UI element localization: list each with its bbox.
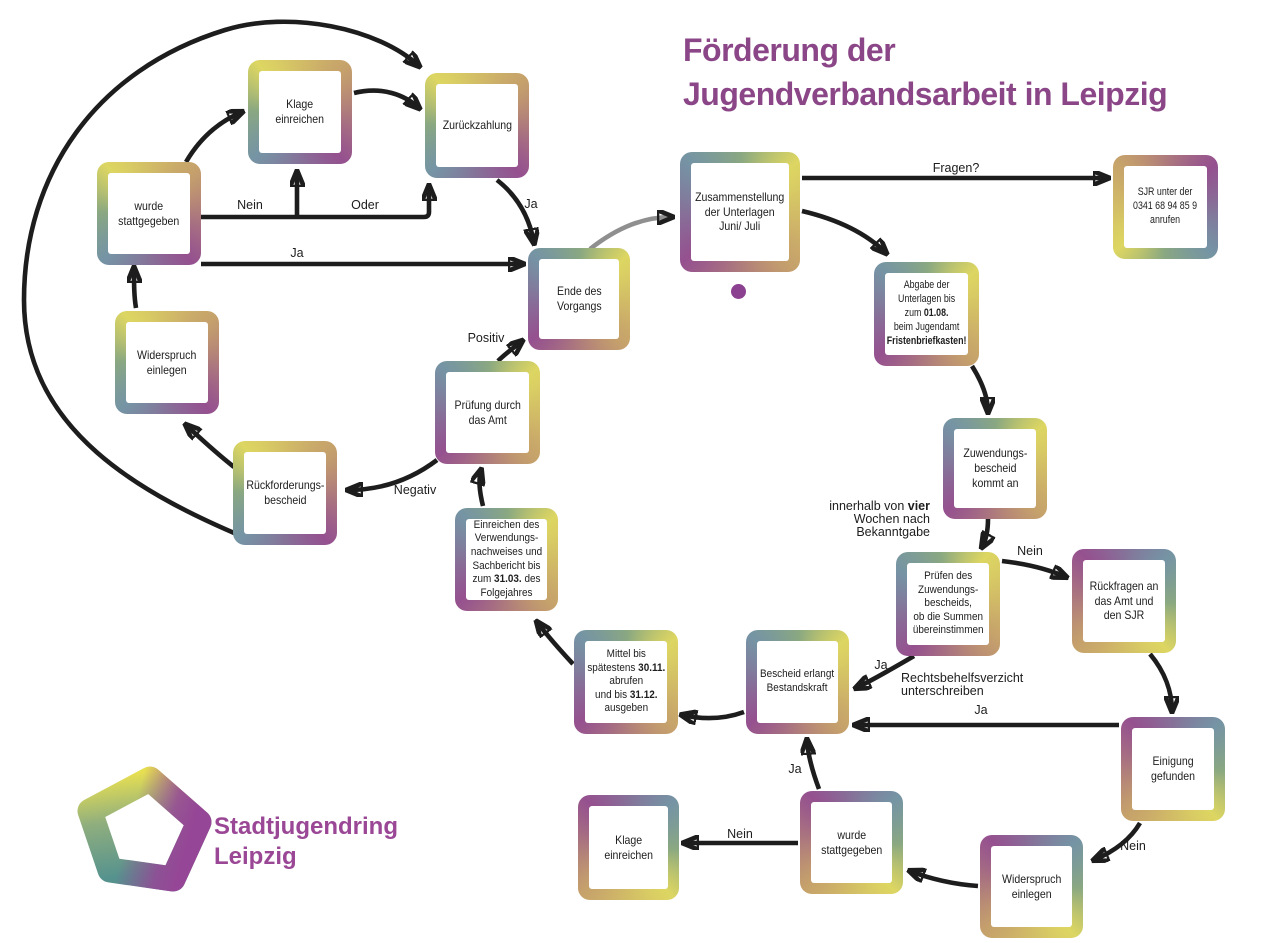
node-rueckforderungsbescheid: Rückforderungs-bescheid xyxy=(233,441,337,545)
edge-mittel-einreichen xyxy=(537,622,575,666)
edge-label-ja-lang: Ja xyxy=(290,246,304,260)
edge-label-ja-wurde-bottom: Ja xyxy=(788,762,802,776)
edge-pruefen-nein-rueckfragen xyxy=(1001,558,1066,577)
edge-einreichen-pruefung xyxy=(480,470,483,507)
node-label: Rückforderungs-bescheid xyxy=(245,478,325,507)
edge-abgabe-zuwendung xyxy=(970,364,988,412)
edge-widerspruch-bottom-wurde-bottom xyxy=(910,871,979,889)
edge-label-oder: Oder xyxy=(351,198,379,212)
edge-wurde-bottom-ja-bescheid xyxy=(807,740,822,790)
node-label: Zurückzahlung xyxy=(442,118,512,133)
edge-zurueckzahlung-ja-ende xyxy=(495,178,534,243)
edge-rueckforderung-widerspruch-left xyxy=(186,425,236,469)
edge-klage-top-zurueckzahlung xyxy=(353,88,419,108)
edge-label-nein-einigung: Nein xyxy=(1120,839,1146,853)
edge-label-ja-einigung: Ja xyxy=(974,703,988,717)
edge-label-ja-rechtsbehelf: Ja xyxy=(874,658,888,672)
edge-widerspruch-left-wurde-top xyxy=(134,268,136,309)
edge-zuwendung-pruefen xyxy=(982,518,988,547)
edge-einigung-nein-widerspruch-bottom xyxy=(1094,821,1142,860)
edge-rueckforderung-zurueckzahlung-arc xyxy=(21,19,419,546)
stadtjugendring-logo-icon xyxy=(77,766,212,892)
edge-pruefung-positiv-ende xyxy=(496,341,522,363)
edge-pruefung-negativ-rueckforderung xyxy=(348,458,439,490)
edge-label-negativ: Negativ xyxy=(393,483,437,497)
edge-bescheid-mittel xyxy=(682,712,745,718)
edge-label-positiv: Positiv xyxy=(467,331,505,345)
edge-rueckfragen-einigung xyxy=(1148,652,1172,711)
edge-zusammenstellung-abgabe xyxy=(801,208,886,253)
node-zurueckzahlung: Zurückzahlung xyxy=(425,73,529,178)
edge-label-fragen: Fragen? xyxy=(932,161,980,175)
edge-label-ja-zurueckzahlung: Ja xyxy=(524,197,538,211)
edge-label-nein-pruefen: Nein xyxy=(1017,544,1043,558)
edge-label-nein-klage-bottom: Nein xyxy=(727,827,753,841)
edge-wurde-top-oder-zurueckzahlung xyxy=(201,186,429,220)
edge-ende-zusammenstellung-gray xyxy=(588,217,672,251)
edge-label-nein-top: Nein xyxy=(237,198,263,212)
edge-wurde-top-klage-top xyxy=(184,112,242,164)
edge-pruefen-ja-bescheid xyxy=(856,654,916,688)
connector-dot xyxy=(731,284,746,299)
